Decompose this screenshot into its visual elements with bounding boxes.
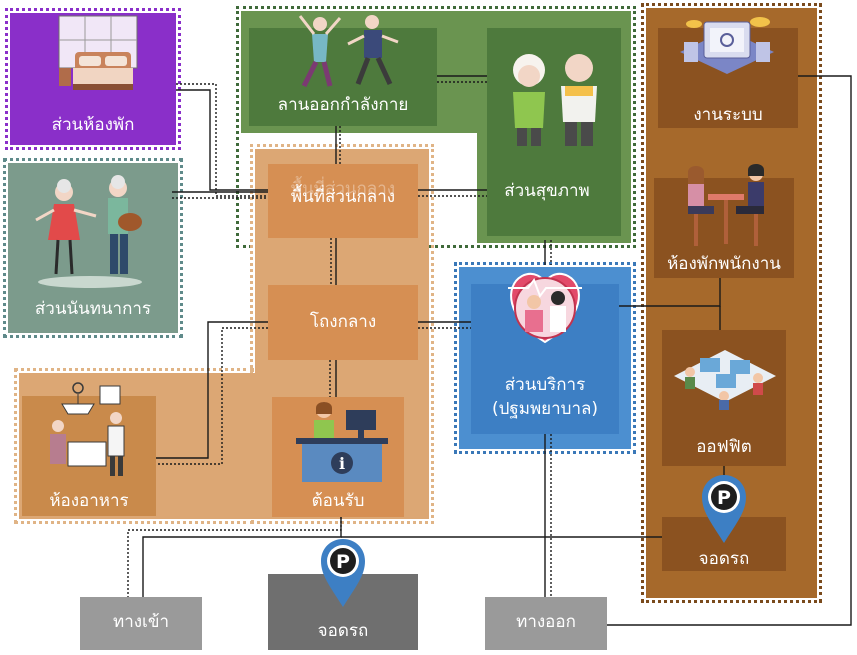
recreation-zone-border [3, 158, 183, 338]
staff-parking-label: จอดรถ [698, 549, 750, 569]
recreation-label: ส่วนนันทนาการ [34, 299, 152, 319]
parking-pin-icon: P [321, 539, 365, 607]
exercise-inner [249, 28, 437, 126]
bedroom-icon [58, 15, 138, 90]
server-system-icon [680, 17, 774, 74]
staff-lounge-label: ห้องพักพนักงาน [667, 254, 781, 274]
service-label-line1: ส่วนบริการ [504, 375, 586, 395]
exercise-zone-border [236, 6, 636, 248]
hall-box[interactable] [268, 285, 418, 360]
dining-couple-icon [50, 382, 125, 476]
entrance-label: ทางเข้า [112, 612, 170, 632]
service-label-line2: (ปฐมพยาบาล) [491, 399, 599, 419]
healthy-elders-icon [513, 54, 597, 146]
dancing-couple-icon [35, 175, 142, 288]
reception-desk-icon: i [296, 402, 388, 482]
staff-lounge-icon [688, 164, 764, 246]
system-label: งานระบบ [693, 105, 763, 125]
parking-label: จอดรถ [317, 621, 369, 641]
staff-parking-symbol: P [717, 487, 731, 509]
entrance-box[interactable] [80, 597, 202, 650]
exercise-icon [298, 15, 399, 88]
bedroom-zone-border [5, 8, 181, 150]
office-icon [674, 350, 776, 410]
reception-label: ต้อนรับ [311, 491, 365, 511]
office-label: ออฟฟิต [696, 437, 752, 457]
staff-parking-pin-icon: P [702, 475, 746, 543]
parking-symbol: P [336, 551, 350, 573]
nurse-patient-icon [508, 272, 582, 344]
central-zone-border [250, 144, 434, 524]
hall-label: โถงกลาง [309, 312, 377, 332]
exit-label: ทางออก [516, 612, 576, 632]
staff-zone-border [641, 3, 822, 603]
bedroom-label: ส่วนห้องพัก [51, 115, 135, 135]
health-inner [487, 28, 621, 236]
central-area-box[interactable] [268, 164, 418, 238]
info-symbol: i [339, 454, 345, 473]
health-label: ส่วนสุขภาพ [504, 181, 590, 201]
central-area-label: พื้นที่ส่วนกลาง [290, 187, 396, 207]
recreation-zone[interactable] [8, 163, 178, 333]
central-area-ghost-label: พื้นที่ส่วนกลาง [290, 179, 396, 199]
dining-label: ห้องอาหาร [49, 491, 129, 511]
exit-box[interactable] [485, 597, 607, 650]
exercise-label: ลานออกกำลังกาย [277, 95, 409, 115]
